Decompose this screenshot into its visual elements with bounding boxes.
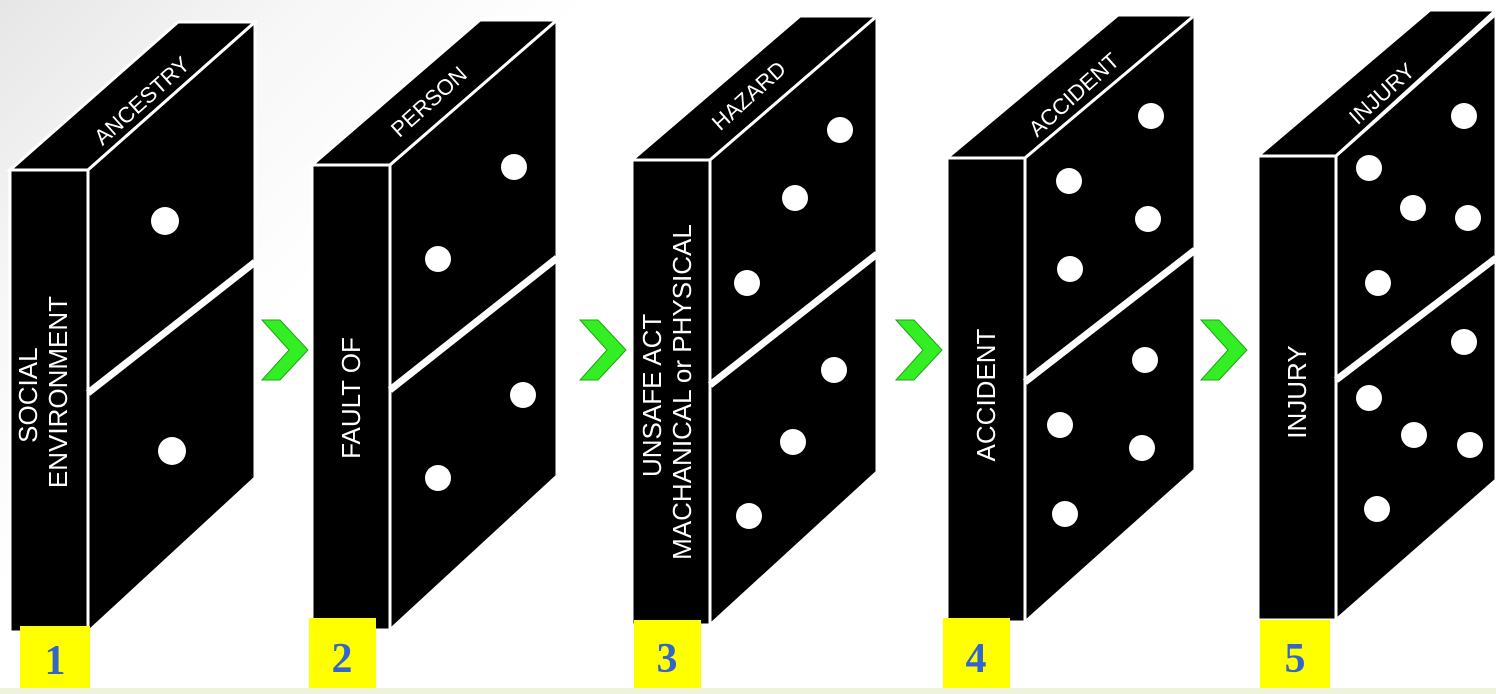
domino-side-line: UNSAFE ACT (637, 314, 667, 477)
domino-5: INJURY INJURY (1258, 10, 1496, 620)
pip (1356, 155, 1382, 181)
pip (821, 357, 847, 383)
pip (782, 185, 808, 211)
pip (151, 207, 179, 235)
pip (1138, 103, 1164, 129)
pip (1401, 422, 1427, 448)
domino-4: ACCIDENT ACCIDENT (947, 15, 1195, 622)
pip (780, 429, 806, 455)
pip (1047, 412, 1073, 438)
domino-1: ANCESTRY SOCIAL ENVIRONMENT (10, 22, 255, 632)
number-badge-text: 2 (332, 636, 353, 682)
pip (1451, 103, 1477, 129)
number-badge-text: 3 (657, 636, 678, 682)
number-badge-text: 5 (1285, 636, 1306, 682)
pip (510, 382, 536, 408)
pip (1056, 168, 1082, 194)
pip (1457, 432, 1483, 458)
chevron-right-icon (896, 320, 942, 380)
pip (827, 117, 853, 143)
pip (1365, 270, 1391, 296)
domino-side-line: ACCIDENT (971, 328, 1001, 461)
domino-side-label: ACCIDENT (971, 328, 1001, 461)
domino-side-line: INJURY (1282, 345, 1312, 438)
number-badge-4: 4 (943, 618, 1010, 688)
pip (1057, 256, 1083, 282)
domino-side-label: FAULT OF (336, 337, 366, 459)
domino-2: PERSON FAULT OF (312, 20, 557, 630)
pip (425, 465, 451, 491)
domino-side-line: ENVIRONMENT (43, 296, 73, 488)
pip (1132, 347, 1158, 373)
chevron-right-icon (580, 320, 626, 380)
number-badge-3: 3 (634, 620, 701, 688)
pip (1451, 329, 1477, 355)
pip (736, 503, 762, 529)
domino-side-line: MACHANICAL or PHYSICAL (667, 224, 697, 560)
pip (1400, 195, 1426, 221)
pip (1135, 206, 1161, 232)
chevron-right-icon (262, 320, 308, 380)
pip (1356, 385, 1382, 411)
number-badges: 1 2 3 4 5 (20, 618, 1330, 688)
pip (1364, 496, 1390, 522)
pip (158, 437, 186, 465)
domino-side-line: FAULT OF (336, 337, 366, 459)
pip (425, 246, 451, 272)
number-badge-text: 1 (45, 638, 66, 684)
domino-side-label: INJURY (1282, 345, 1312, 438)
domino-side-line: SOCIAL (13, 348, 43, 443)
pip (1455, 205, 1481, 231)
chevron-right-icon (1201, 320, 1247, 380)
pip (734, 270, 760, 296)
number-badge-2: 2 (309, 618, 376, 688)
number-badge-text: 4 (966, 636, 987, 682)
pip (1052, 501, 1078, 527)
number-badge-5: 5 (1260, 620, 1330, 688)
pip (1129, 435, 1155, 461)
number-badge-1: 1 (20, 626, 90, 688)
pip (501, 154, 527, 180)
domino-3: HAZARD UNSAFE ACT MACHANICAL or PHYSICAL (632, 16, 877, 625)
